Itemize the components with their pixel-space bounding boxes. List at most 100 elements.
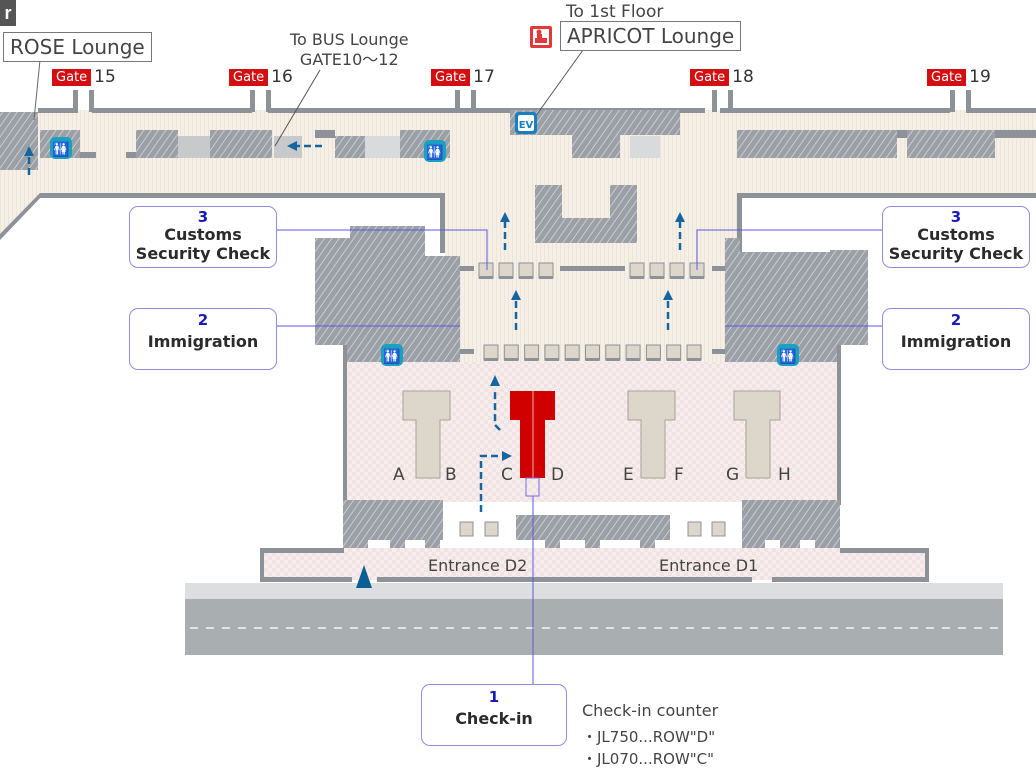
gate-tag: Gate <box>229 68 269 86</box>
bus-lounge-line1: To BUS Lounge <box>290 30 409 49</box>
gate-number: 18 <box>732 67 754 87</box>
bus-lounge-note: To BUS Lounge GATE10〜12 <box>290 30 409 70</box>
step-title: Immigration <box>147 332 259 351</box>
check-in-hall <box>260 345 929 582</box>
entrance-d2[interactable]: Entrance D2 <box>428 556 528 575</box>
step-immigration-left[interactable]: 2 Immigration <box>129 308 277 370</box>
step-customs-right[interactable]: 3 Customs Security Check <box>882 206 1030 268</box>
elevator-icon: EV <box>515 112 537 134</box>
customs-booth <box>649 262 665 279</box>
immigration-booth-base <box>687 358 701 361</box>
gate-number: 19 <box>969 67 991 87</box>
immigration-booth <box>544 344 560 361</box>
immigration-booth <box>503 344 519 361</box>
lounge-icon <box>530 26 552 48</box>
restroom-icon: 🚻 <box>381 344 403 366</box>
counter-row-c[interactable]: C <box>501 465 513 485</box>
floor-tag: r <box>0 0 16 26</box>
immigration-booth <box>564 344 580 361</box>
immigration-booth-base <box>646 358 661 361</box>
gate-17[interactable]: Gate 17 <box>431 67 495 87</box>
immigration-booth <box>666 344 682 361</box>
customs-booth-base <box>690 276 704 279</box>
gate-tag: Gate <box>52 68 92 86</box>
customs-booth <box>498 262 514 279</box>
gate-15[interactable]: Gate 15 <box>52 67 116 87</box>
counter-row-d[interactable]: D <box>551 465 565 485</box>
restroom-icon: 🚻 <box>424 140 446 162</box>
road <box>185 583 1003 655</box>
immigration-booth-base <box>605 358 620 361</box>
counter-row-a: A <box>393 465 405 485</box>
step-title-line2: Security Check <box>135 244 271 263</box>
checkin-counter-info: Check-in counter ・JL750...ROW"D" ・JL070.… <box>582 700 718 770</box>
counter-island-gh <box>733 390 781 479</box>
immigration-booth-base <box>565 358 580 361</box>
step-immigration-right[interactable]: 2 Immigration <box>882 308 1030 370</box>
customs-booth-base <box>499 276 513 279</box>
inspection-zone <box>315 185 868 363</box>
immigration-booth <box>645 344 661 361</box>
step-customs-left[interactable]: 3 Customs Security Check <box>129 206 277 268</box>
svg-text:🚻: 🚻 <box>383 348 400 365</box>
step-number: 3 <box>197 208 209 226</box>
customs-booth-base <box>519 276 533 279</box>
checkin-info-row: ・JL750...ROW"D" <box>582 728 716 746</box>
gate-18[interactable]: Gate 18 <box>690 67 754 87</box>
customs-booth <box>518 262 534 279</box>
customs-booth <box>669 262 685 279</box>
checkin-info-heading: Check-in counter <box>582 701 719 720</box>
step-number: 2 <box>950 311 962 329</box>
customs-booth-base <box>630 276 644 279</box>
immigration-booth <box>625 344 641 361</box>
step-title: Check-in <box>455 709 533 728</box>
upper-concourse <box>0 90 1036 240</box>
customs-booth-base <box>539 276 553 279</box>
step-number: 1 <box>488 688 500 706</box>
step-number: 2 <box>197 311 209 329</box>
restroom-icon: 🚻 <box>777 344 799 366</box>
rose-lounge-label[interactable]: ROSE Lounge <box>3 32 152 62</box>
customs-booth <box>538 262 554 279</box>
apricot-floor-note: To 1st Floor <box>566 2 664 22</box>
gate-number: 16 <box>271 67 293 87</box>
immigration-booth-base <box>585 358 600 361</box>
counter-row-e: E <box>623 465 634 485</box>
gate-number: 15 <box>94 67 116 87</box>
svg-text:🚻: 🚻 <box>52 141 69 158</box>
immigration-booth <box>605 344 621 361</box>
apricot-lounge-label[interactable]: APRICOT Lounge <box>560 21 742 51</box>
gate-19[interactable]: Gate 19 <box>927 67 991 87</box>
counter-island-ef <box>627 390 676 479</box>
customs-booth-base <box>479 276 493 279</box>
immigration-booth <box>686 344 702 361</box>
restroom-icon: 🚻 <box>50 137 72 159</box>
gate-16[interactable]: Gate 16 <box>229 67 293 87</box>
entrance-d1[interactable]: Entrance D1 <box>659 556 759 575</box>
checkin-info-row: ・JL070...ROW"C" <box>582 750 715 768</box>
step-title: Immigration <box>900 332 1012 351</box>
counter-row-h: H <box>778 465 791 485</box>
immigration-booth <box>483 344 499 361</box>
counter-row-b: B <box>445 465 457 485</box>
counter-row-g: G <box>726 465 740 485</box>
immigration-booth-base <box>504 358 519 361</box>
step-title-line1: Customs <box>917 225 995 244</box>
gate-tag: Gate <box>431 68 471 86</box>
immigration-booth-base <box>666 358 681 361</box>
step-check-in[interactable]: 1 Check-in <box>421 684 567 746</box>
arrowheads <box>24 141 685 461</box>
direction-arrow-icon <box>27 144 682 512</box>
step-number: 3 <box>950 208 962 226</box>
svg-text:🚻: 🚻 <box>779 348 796 365</box>
gate-number: 17 <box>473 67 495 87</box>
counter-island-cd-highlighted[interactable] <box>510 391 555 497</box>
gate-tag: Gate <box>690 68 730 86</box>
immigration-booth-base <box>484 358 498 361</box>
immigration-booth-base <box>524 358 539 361</box>
svg-text:🚻: 🚻 <box>426 144 443 161</box>
customs-booth <box>478 262 494 279</box>
customs-booth <box>629 262 645 279</box>
leader-lines <box>33 49 882 686</box>
step-title-line2: Security Check <box>888 244 1024 263</box>
